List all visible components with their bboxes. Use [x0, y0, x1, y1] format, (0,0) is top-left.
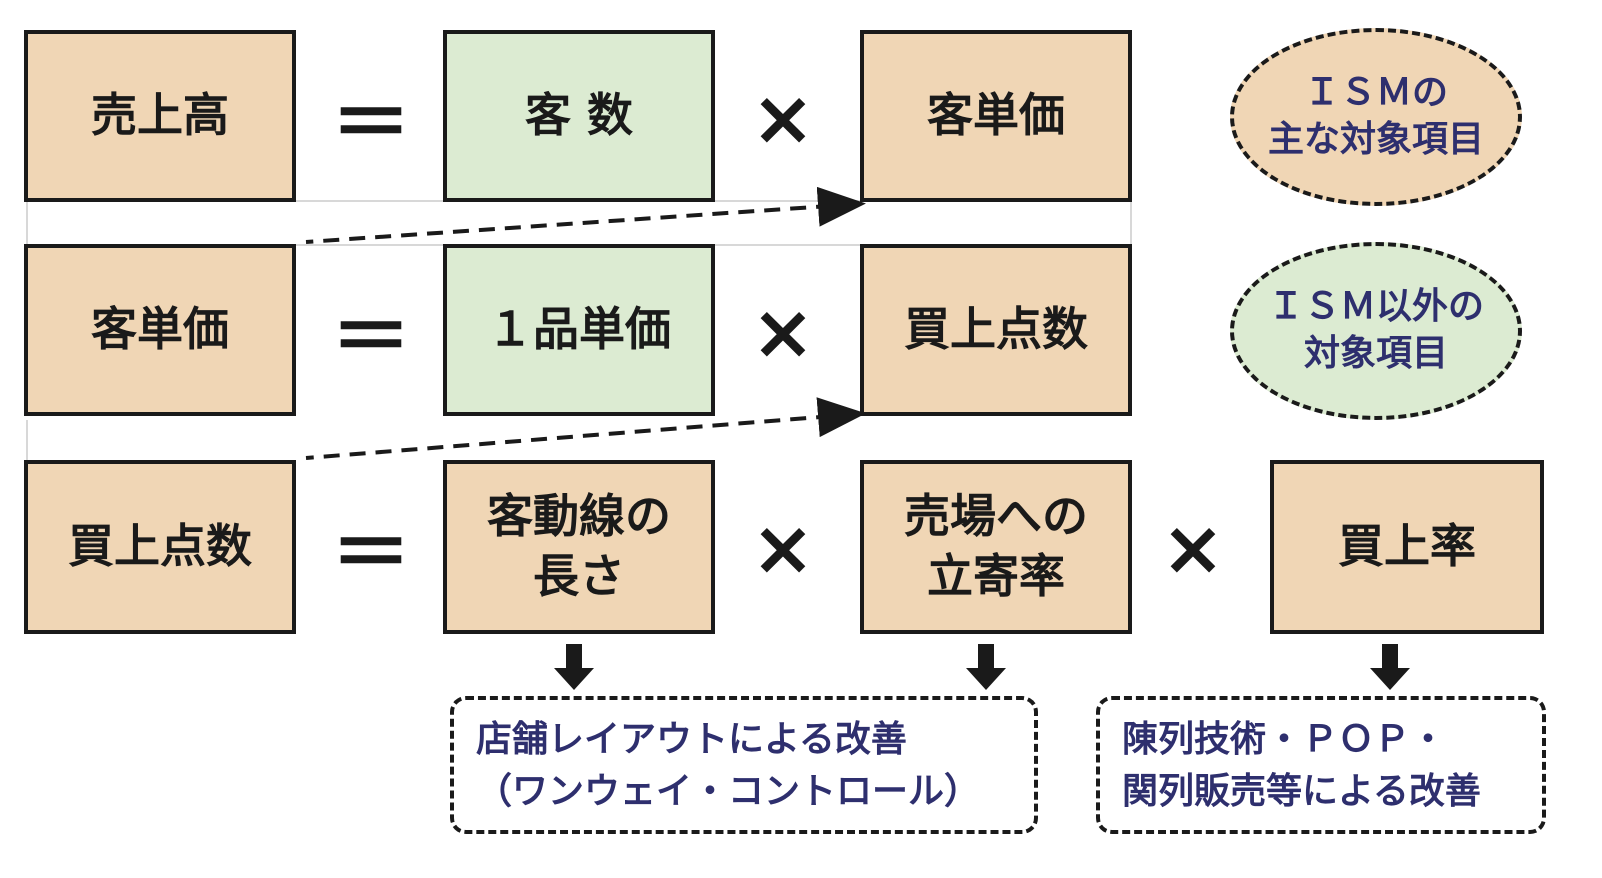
term-customer-count: 客 数	[443, 30, 715, 202]
note-layout-improvement: 店舗レイアウトによる改善 （ワンウェイ・コントロール）	[450, 696, 1038, 834]
lhs-unit-price: 客単価	[24, 244, 296, 416]
down-arrow	[554, 644, 594, 690]
down-arrow	[1370, 644, 1410, 690]
down-arrow	[966, 644, 1006, 690]
term-purchase-rate: 買上率	[1270, 460, 1544, 634]
times-sign: ×	[751, 72, 815, 162]
times-sign: ×	[751, 286, 815, 376]
term-dropin-rate: 売場への 立寄率	[860, 460, 1132, 634]
lhs-sales: 売上高	[24, 30, 296, 202]
grid-line	[1130, 200, 1132, 246]
grid-line	[26, 420, 28, 462]
equals-sign: ＝	[331, 507, 411, 600]
equals-sign: ＝	[331, 291, 411, 384]
term-items-bought: 買上点数	[860, 244, 1132, 416]
grid-line	[26, 200, 28, 246]
term-flow-length: 客動線の 長さ	[443, 460, 715, 634]
note-merchandising-improvement: 陳列技術・ＰＯＰ・ 関列販売等による改善	[1096, 696, 1546, 834]
times-sign: ×	[751, 502, 815, 592]
dashed-arrow-unit-price	[305, 186, 866, 244]
term-item-price: １品単価	[443, 244, 715, 416]
term-unit-price: 客単価	[860, 30, 1132, 202]
equals-sign: ＝	[331, 77, 411, 170]
legend-non-ism: ＩＳＭ以外の 対象項目	[1230, 242, 1522, 420]
lhs-items-bought: 買上点数	[24, 460, 296, 634]
dashed-arrow-items-bought	[305, 397, 866, 460]
legend-ism: ＩＳＭの 主な対象項目	[1230, 28, 1522, 206]
times-sign: ×	[1161, 502, 1225, 592]
